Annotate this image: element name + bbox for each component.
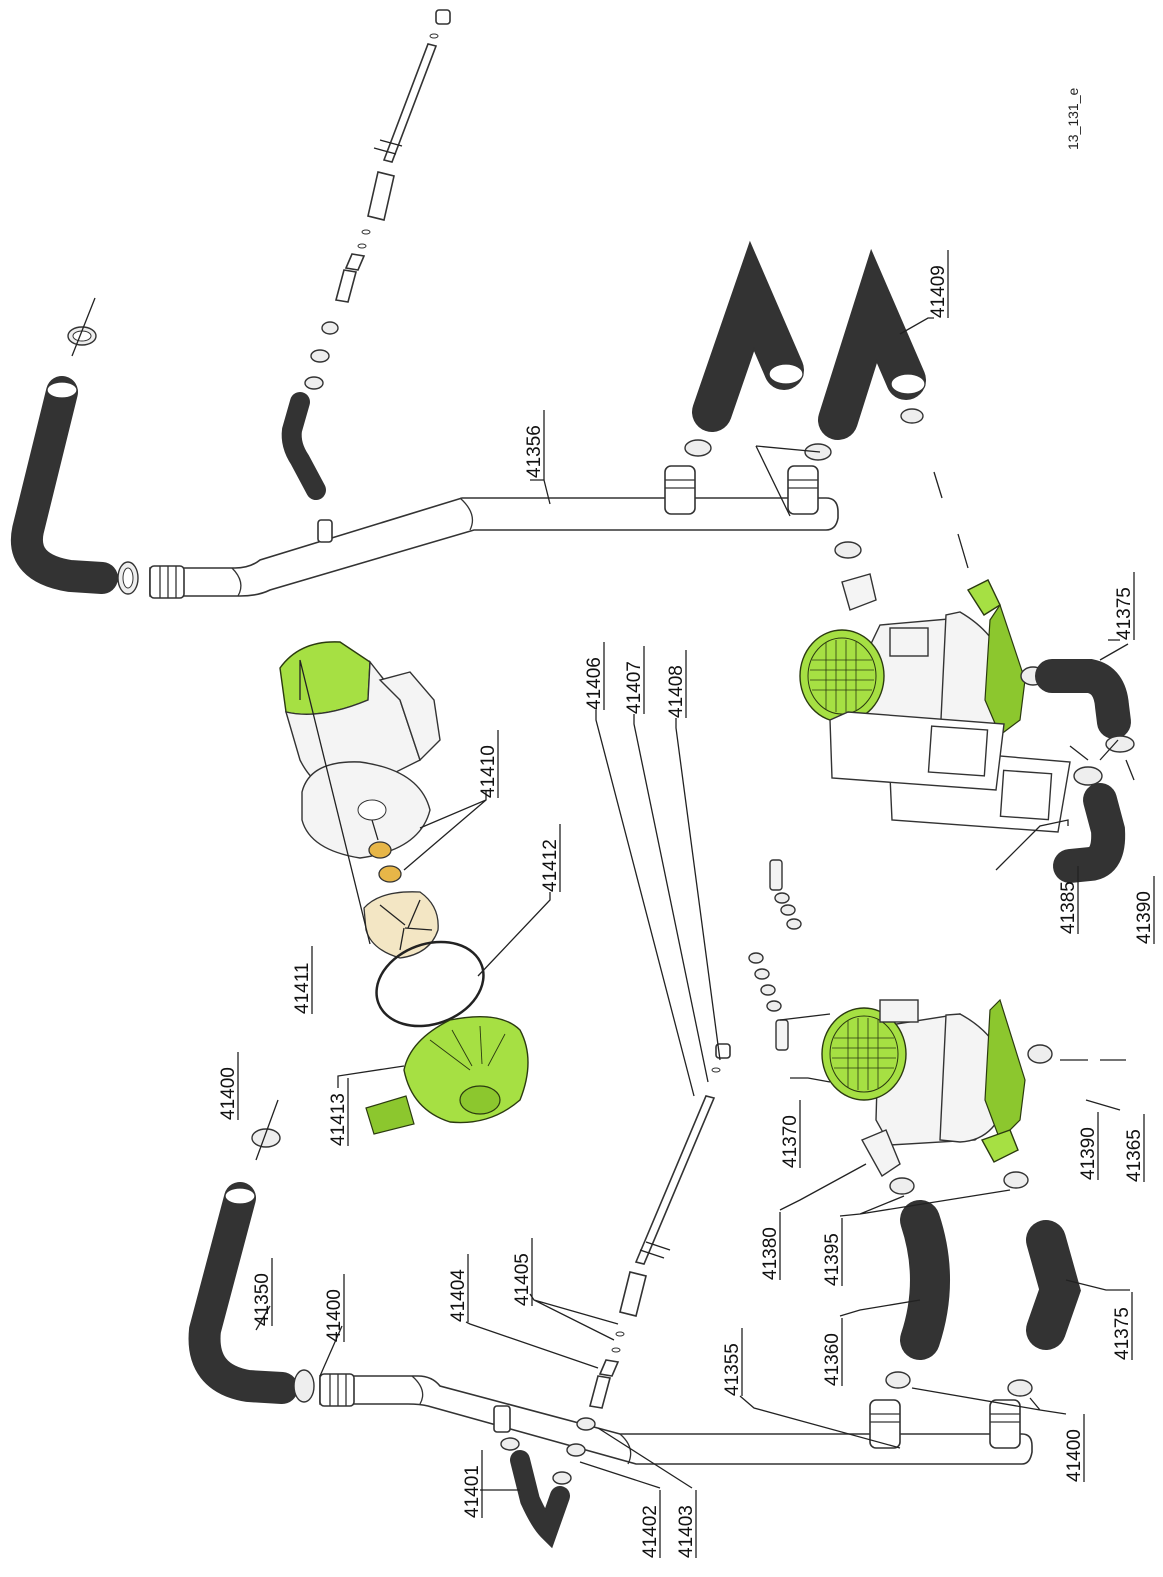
clamp-41400-c2 [1007, 1379, 1033, 1397]
clamp-41401 [500, 1437, 520, 1451]
label-41412: 41412 [540, 839, 561, 892]
label-41410: 41410 [478, 745, 499, 798]
washer-small [321, 321, 339, 335]
label-41350: 41350 [252, 1273, 273, 1326]
hose-41401 [510, 1450, 570, 1549]
clamp-41390-bottom [1027, 1044, 1053, 1064]
clamp-small-2 [310, 349, 330, 363]
label-41407: 41407 [624, 661, 645, 714]
bolt-set-upper [769, 859, 802, 930]
label-41385: 41385 [1058, 881, 1079, 934]
label-41405: 41405 [512, 1253, 533, 1306]
clamp-41402-b [552, 1471, 572, 1485]
clamp-41400-b [293, 1369, 315, 1403]
label-41404: 41404 [448, 1269, 469, 1322]
elbow-hose-41375-upper [1035, 659, 1131, 739]
label-41408: 41408 [666, 665, 687, 718]
motor-exploded [279, 641, 441, 859]
hose-41360 [900, 1200, 950, 1360]
clamp-small-1 [304, 376, 324, 390]
label-41403: 41403 [676, 1505, 697, 1558]
label-41365: 41365 [1124, 1129, 1145, 1182]
hose-upper-left [10, 376, 118, 594]
clamp-41395-a [889, 1177, 915, 1195]
pump-lower [821, 998, 1026, 1163]
clamp-upper-left-2 [117, 561, 139, 595]
label-41409: 41409 [928, 265, 949, 318]
label-41355: 41355 [722, 1343, 743, 1396]
bearing-2 [378, 865, 402, 883]
bent-hose-b [818, 248, 926, 440]
drain-rod-lower [589, 1043, 731, 1409]
pipe-41356 [149, 465, 839, 599]
label-41401: 41401 [462, 1465, 483, 1518]
hose-41375-lower [1026, 1220, 1081, 1350]
clamp-41400-c1 [885, 1371, 911, 1389]
leader-lines [255, 317, 1130, 1491]
clamp-41356-a [684, 439, 712, 457]
label-41390-top: 41390 [1134, 891, 1155, 944]
label-41400-b: 41400 [324, 1289, 345, 1342]
oring-41412 [375, 940, 485, 1028]
pump-housing-41413 [365, 1015, 529, 1135]
elbow-hose-41365 [1053, 783, 1126, 883]
bolt-set-lower [748, 952, 789, 1051]
small-hose-upper [281, 392, 326, 500]
clamp-41395-b [1003, 1171, 1029, 1189]
pipe-41355 [319, 1373, 1033, 1465]
label-41375-bottom: 41375 [1112, 1307, 1133, 1360]
drawing-reference-id: 13_131_e [1065, 87, 1081, 150]
elbow-41380 [861, 1129, 901, 1178]
drain-rod-upper [335, 9, 451, 303]
label-41402: 41402 [640, 1505, 661, 1558]
label-41390-bottom: 41390 [1078, 1127, 1099, 1180]
lower-assembly [188, 643, 1129, 1549]
hose-41350 [188, 1182, 298, 1404]
label-41370: 41370 [780, 1115, 801, 1168]
impeller-41411 [363, 891, 439, 959]
label-41375-top: 41375 [1114, 587, 1135, 640]
clamp-41400-a [251, 1128, 281, 1148]
clamp-elbow-upper [834, 541, 862, 559]
label-41395: 41395 [822, 1233, 843, 1286]
upper-assembly [10, 9, 1135, 833]
label-41411: 41411 [292, 963, 313, 1014]
label-41356: 41356 [524, 425, 545, 478]
clamp-41390-top [1073, 766, 1103, 786]
label-41400-c: 41400 [1064, 1429, 1085, 1482]
clamp-41402 [566, 1443, 586, 1457]
label-41360: 41360 [822, 1333, 843, 1386]
bent-hose-a [692, 240, 804, 432]
label-41406: 41406 [584, 657, 605, 710]
part-labels: 41356 41409 41375 41410 41412 41411 4138… [218, 250, 1155, 1558]
clamp-41409 [900, 408, 924, 424]
label-41380: 41380 [760, 1227, 781, 1280]
elbow-upper [841, 573, 877, 611]
label-41413: 41413 [328, 1093, 349, 1146]
clamp-41375-upper [1105, 735, 1135, 753]
label-41400-a: 41400 [218, 1067, 239, 1120]
washer-41403 [576, 1417, 596, 1431]
bearing-1 [368, 841, 392, 859]
